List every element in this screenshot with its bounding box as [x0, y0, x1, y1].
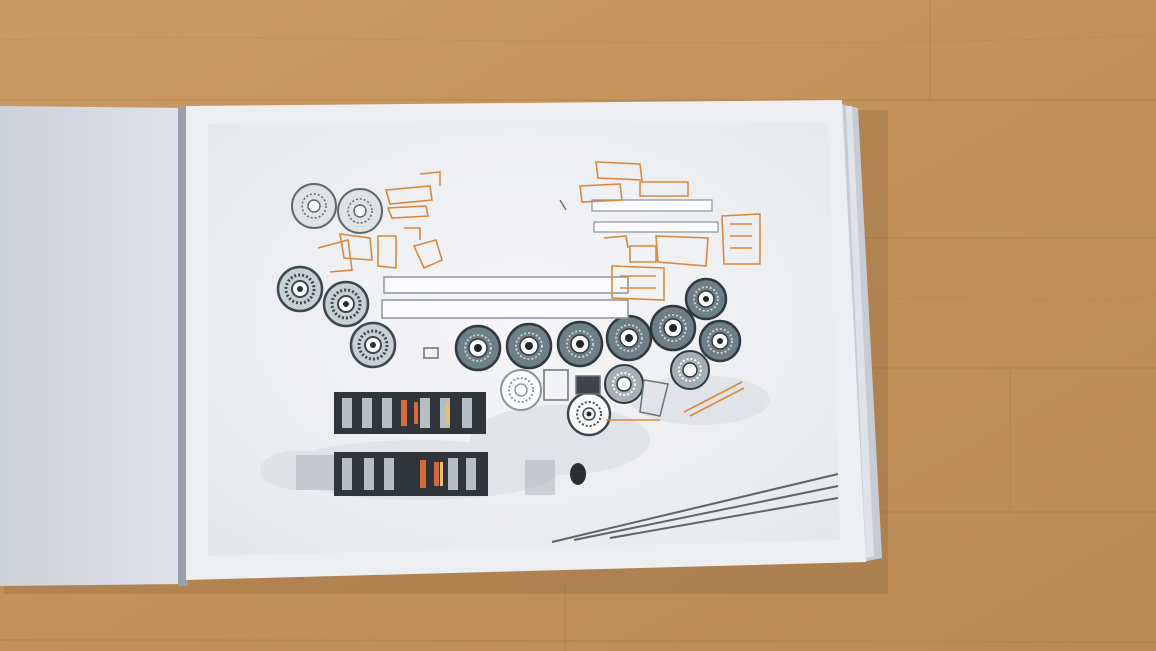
- photo-caption: [823, 290, 833, 370]
- pipes: [381, 199, 719, 319]
- book-left-page: [0, 106, 186, 586]
- grey-equipment: [423, 199, 669, 417]
- generator-block-lower: [334, 452, 488, 496]
- reel: [604, 364, 644, 404]
- reel: [698, 319, 742, 363]
- reel: [670, 350, 710, 390]
- reel: [337, 188, 383, 234]
- vehicle-tracks: [551, 473, 839, 543]
- reel: [322, 280, 370, 328]
- generator-block-upper: [334, 392, 486, 434]
- book-spine: [178, 108, 188, 586]
- reel: [649, 304, 697, 352]
- cable-reels: [276, 183, 742, 437]
- reel: [291, 183, 337, 229]
- reel: [556, 320, 604, 368]
- reel: [454, 324, 502, 372]
- reel: [605, 314, 653, 362]
- reel: [276, 265, 324, 313]
- orange-scaffold-frames: [317, 161, 761, 421]
- dark-hole: [570, 463, 586, 485]
- reel: [500, 369, 542, 411]
- reel: [566, 391, 612, 437]
- dark-snow-patches: [296, 455, 555, 495]
- reel: [684, 277, 728, 321]
- reel: [505, 322, 553, 370]
- reel: [349, 321, 397, 369]
